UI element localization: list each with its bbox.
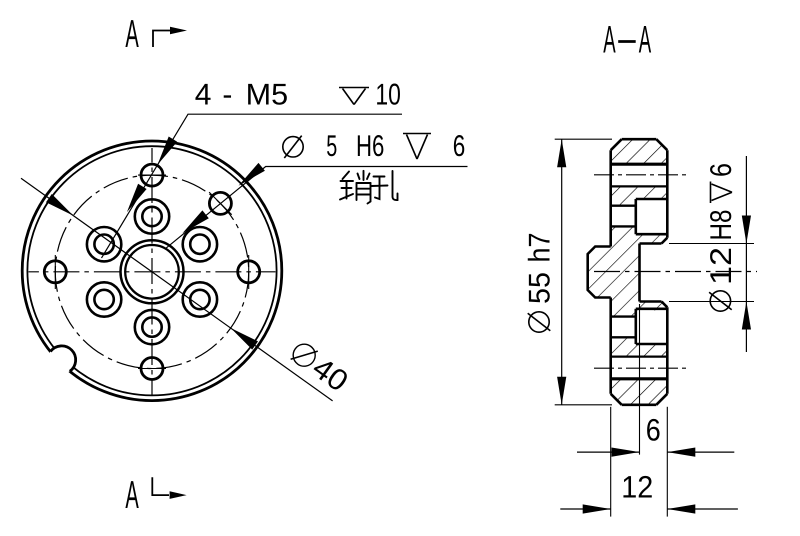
svg-text:A: A (125, 13, 138, 56)
svg-text:A: A (125, 474, 138, 517)
svg-text:M5: M5 (246, 79, 289, 112)
svg-text:H6: H6 (356, 130, 384, 163)
svg-text:6: 6 (705, 163, 738, 177)
svg-text:6: 6 (453, 130, 466, 163)
svg-text:12: 12 (621, 470, 653, 505)
svg-text:A: A (639, 18, 652, 61)
svg-text:A: A (603, 18, 616, 61)
svg-text:10: 10 (375, 79, 401, 112)
svg-text:55: 55 (524, 272, 557, 304)
svg-text:6: 6 (646, 412, 661, 447)
svg-text:4: 4 (195, 79, 212, 112)
svg-text:5: 5 (326, 130, 337, 163)
svg-text:H8: H8 (705, 210, 738, 241)
svg-text:12: 12 (705, 247, 738, 285)
svg-text:h7: h7 (524, 233, 557, 263)
svg-text:-: - (222, 79, 232, 112)
